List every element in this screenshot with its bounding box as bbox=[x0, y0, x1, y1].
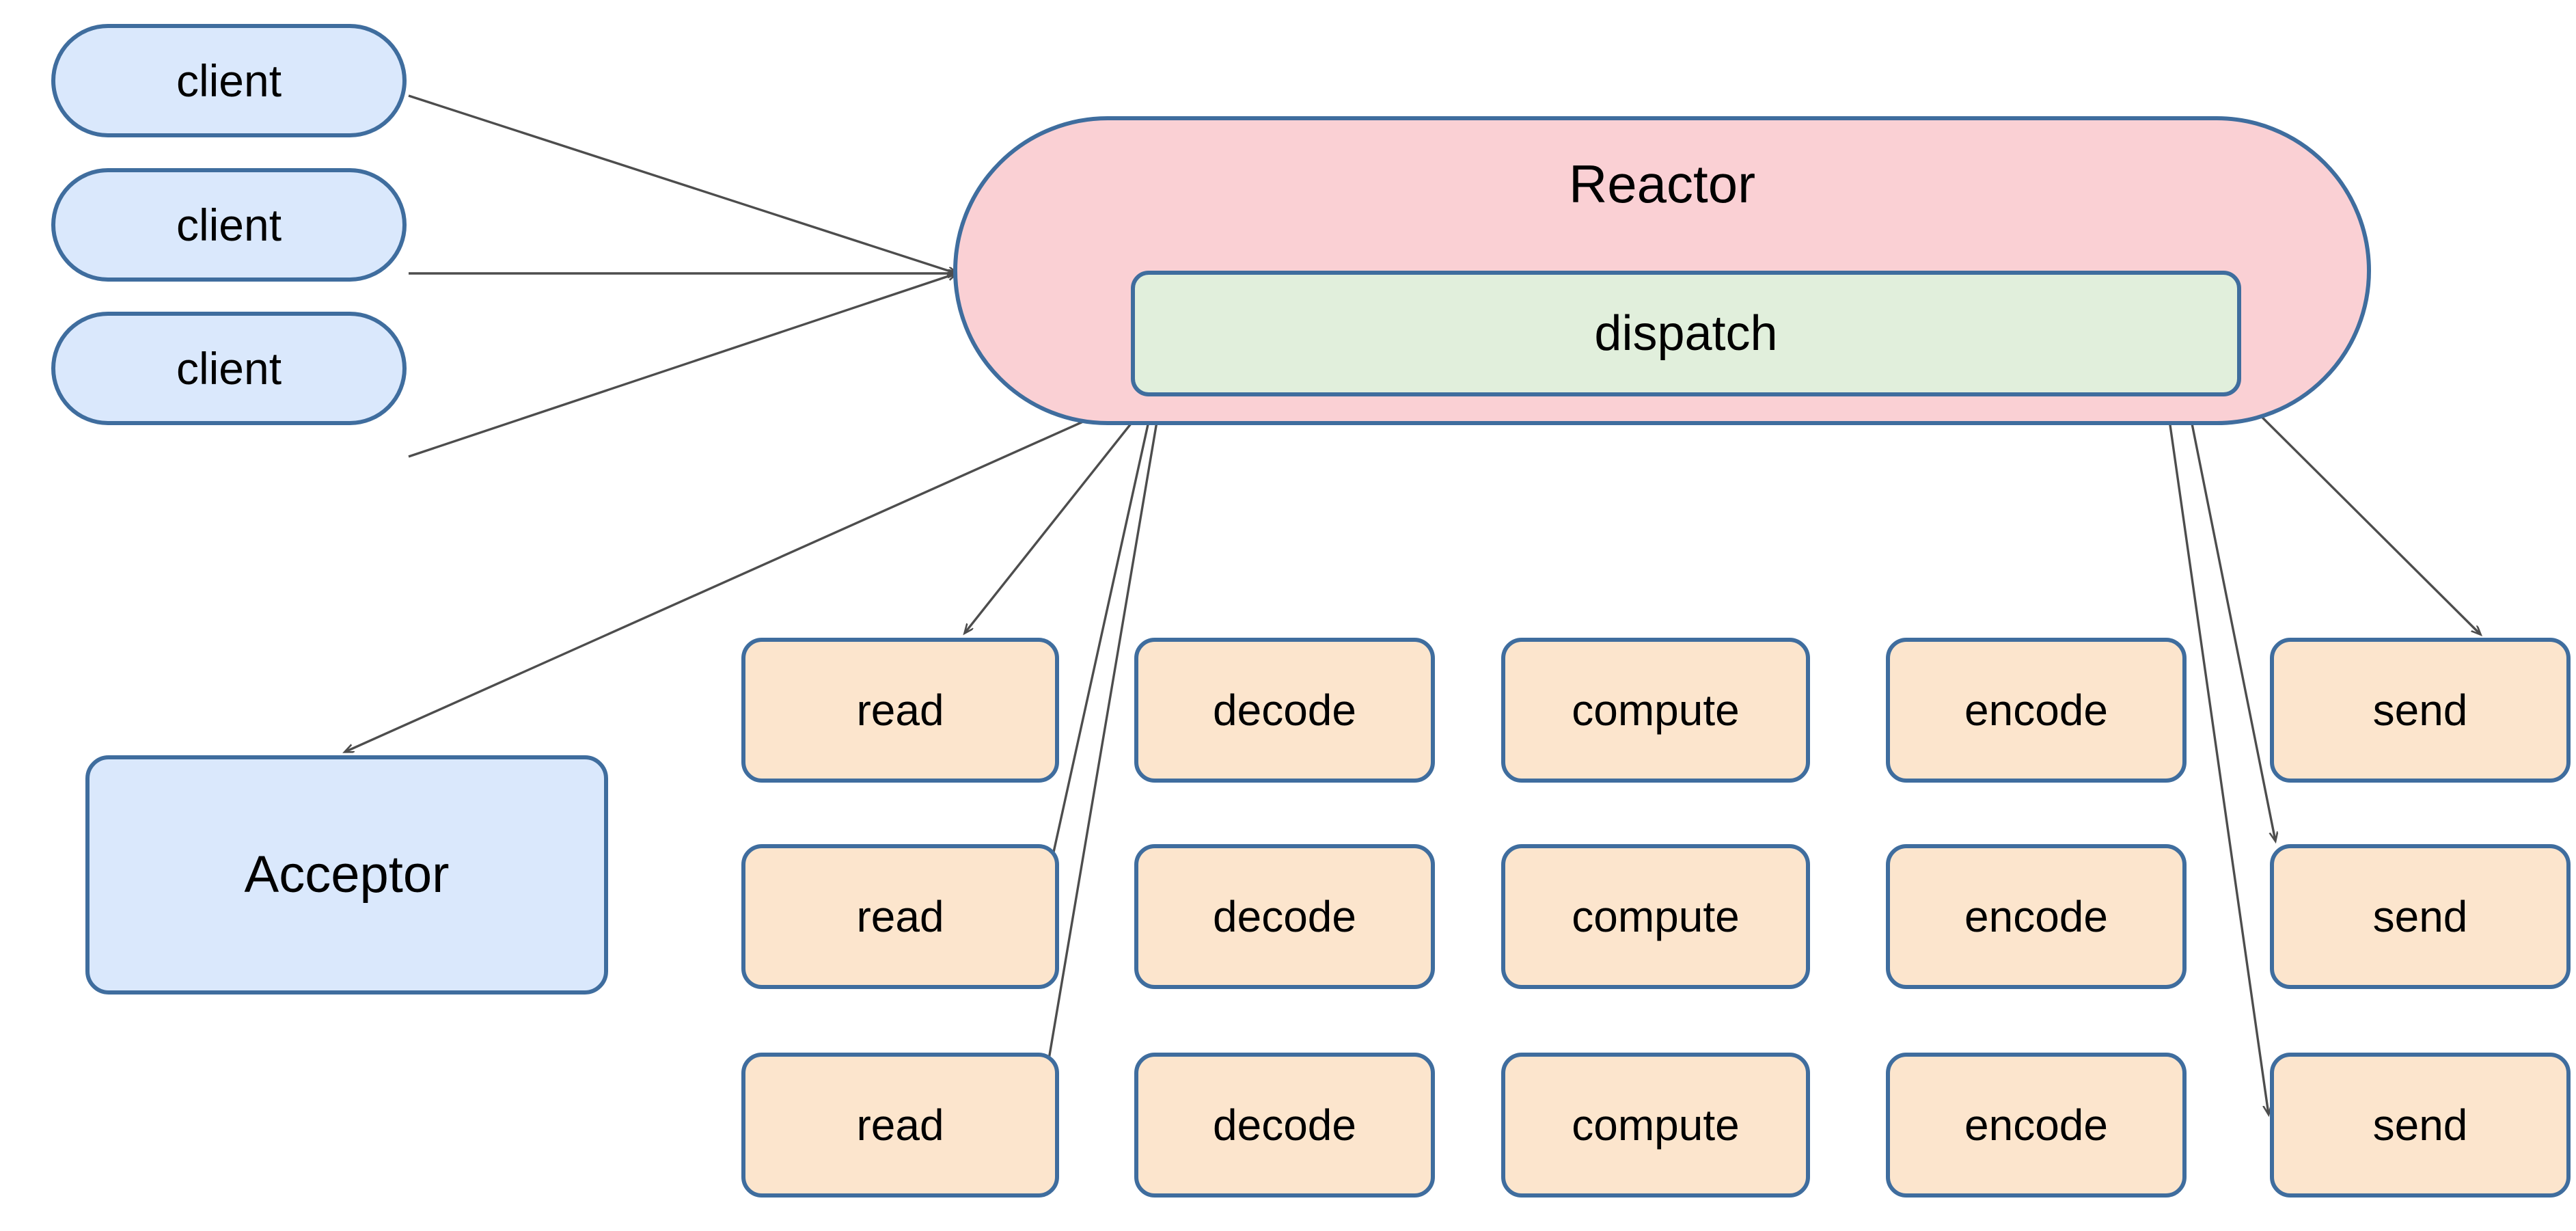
worker-node-read-2[interactable]: read bbox=[741, 844, 1059, 989]
client-node-2-label: client bbox=[176, 200, 282, 250]
worker-node-decode-1[interactable]: decode bbox=[1134, 638, 1435, 783]
acceptor-node-label: Acceptor bbox=[244, 846, 450, 904]
worker-node-label: encode bbox=[1964, 892, 2108, 941]
worker-node-label: encode bbox=[1964, 1100, 2108, 1150]
client-node-1[interactable]: client bbox=[51, 24, 407, 137]
worker-node-label: send bbox=[2372, 1100, 2468, 1150]
worker-node-label: compute bbox=[1572, 686, 1740, 735]
worker-node-label: compute bbox=[1572, 1100, 1740, 1150]
dispatch-node-label: dispatch bbox=[1594, 306, 1778, 361]
worker-node-label: encode bbox=[1964, 686, 2108, 735]
dispatch-to-send-2 bbox=[2185, 396, 2275, 841]
worker-node-compute-1[interactable]: compute bbox=[1501, 638, 1810, 783]
client-1-to-reactor bbox=[408, 94, 957, 273]
worker-node-read-3[interactable]: read bbox=[741, 1053, 1059, 1198]
acceptor-node[interactable]: Acceptor bbox=[85, 755, 608, 995]
worker-node-label: decode bbox=[1213, 892, 1356, 941]
worker-node-label: read bbox=[856, 892, 944, 941]
client-node-3[interactable]: client bbox=[51, 312, 407, 425]
worker-node-read-1[interactable]: read bbox=[741, 638, 1059, 783]
worker-node-decode-3[interactable]: decode bbox=[1134, 1053, 1435, 1198]
client-node-2[interactable]: client bbox=[51, 168, 407, 282]
worker-node-label: decode bbox=[1213, 1100, 1356, 1150]
worker-node-label: compute bbox=[1572, 892, 1740, 941]
worker-node-label: read bbox=[856, 1100, 944, 1150]
worker-node-encode-1[interactable]: encode bbox=[1886, 638, 2187, 783]
worker-node-compute-2[interactable]: compute bbox=[1501, 844, 1810, 989]
reactor-node-label: Reactor bbox=[1568, 154, 1756, 214]
worker-node-label: send bbox=[2372, 892, 2468, 941]
dispatch-node[interactable]: dispatch bbox=[1131, 271, 2241, 396]
client-3-to-reactor bbox=[408, 273, 957, 458]
worker-node-label: read bbox=[856, 686, 944, 735]
worker-node-decode-2[interactable]: decode bbox=[1134, 844, 1435, 989]
worker-node-compute-3[interactable]: compute bbox=[1501, 1053, 1810, 1198]
worker-node-encode-3[interactable]: encode bbox=[1886, 1053, 2187, 1198]
client-node-1-label: client bbox=[176, 55, 282, 106]
dispatch-to-read-1 bbox=[965, 392, 1156, 633]
worker-node-send-2[interactable]: send bbox=[2270, 844, 2571, 989]
worker-node-send-1[interactable]: send bbox=[2270, 638, 2571, 783]
client-node-3-label: client bbox=[176, 343, 282, 394]
worker-node-encode-2[interactable]: encode bbox=[1886, 844, 2187, 989]
dispatch-to-send-1 bbox=[2240, 395, 2480, 634]
worker-node-label: decode bbox=[1213, 686, 1356, 735]
worker-node-label: send bbox=[2372, 686, 2468, 735]
worker-node-send-3[interactable]: send bbox=[2270, 1053, 2571, 1198]
